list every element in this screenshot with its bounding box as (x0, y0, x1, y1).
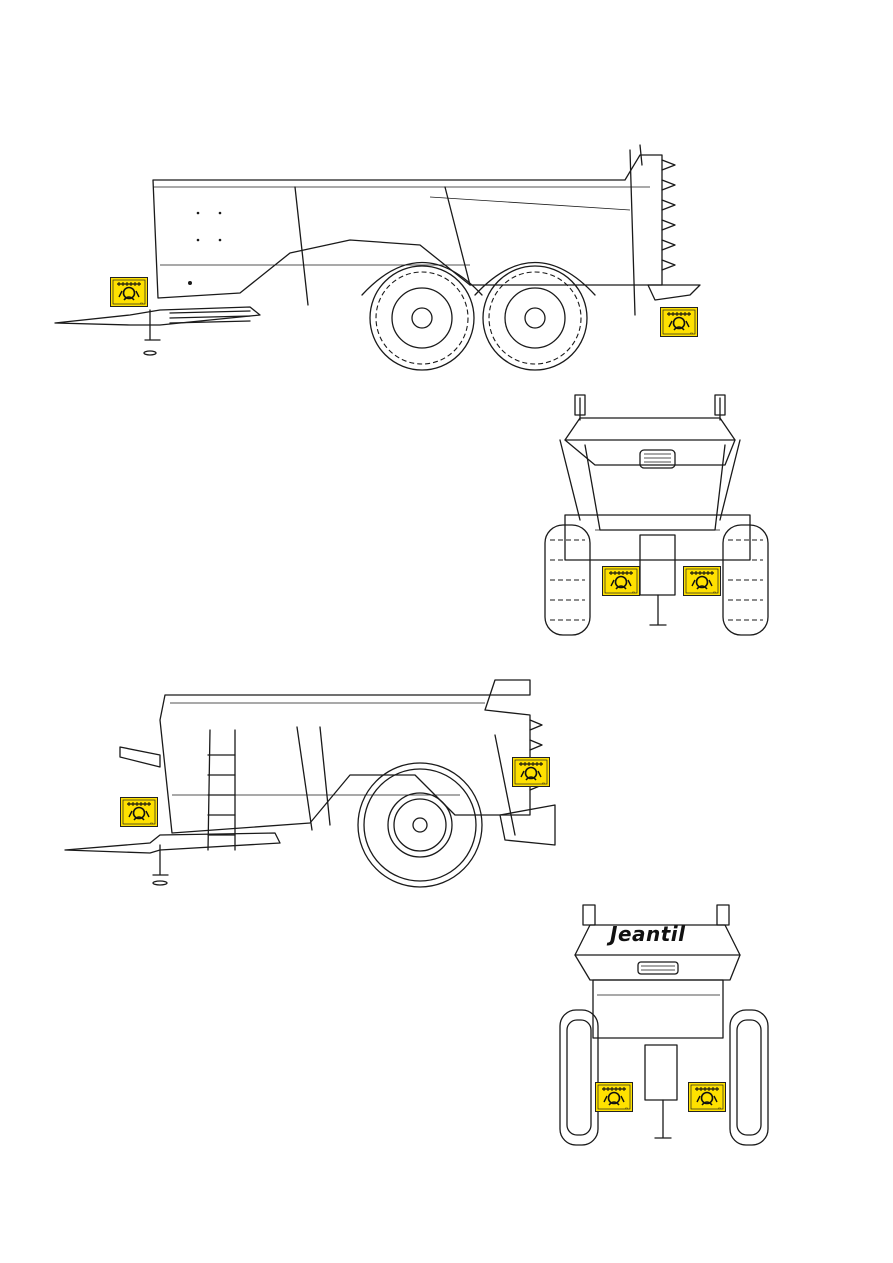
warning-sticker (688, 1082, 726, 1112)
brand-logo: Jeantil (610, 922, 686, 946)
warning-sticker (683, 566, 721, 596)
tandem-side-view (50, 135, 750, 375)
single-side-view (60, 675, 580, 890)
warning-sticker (512, 757, 550, 787)
tandem-rear-view (540, 390, 780, 645)
warning-sticker (602, 566, 640, 596)
warning-sticker (110, 277, 148, 307)
warning-sticker (595, 1082, 633, 1112)
warning-sticker (660, 307, 698, 337)
single-rear-view: Jeantil (555, 900, 775, 1150)
warning-sticker (120, 797, 158, 827)
